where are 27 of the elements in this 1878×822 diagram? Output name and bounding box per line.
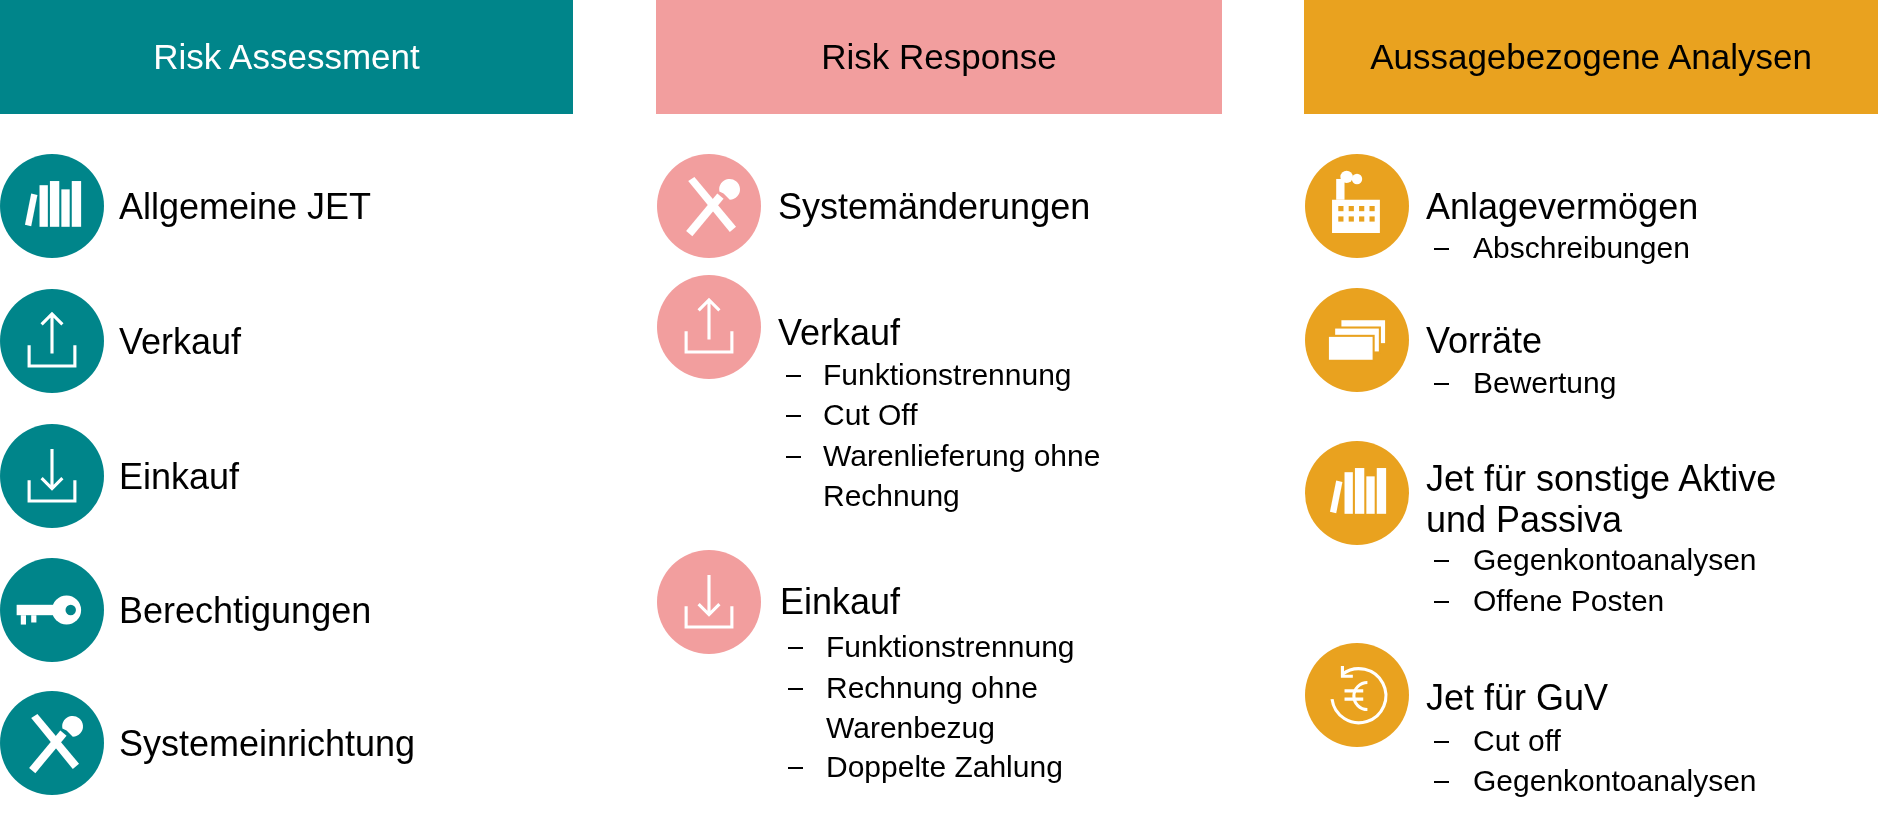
item-heading: Systemeinrichtung bbox=[119, 722, 416, 764]
list-item: Gegenkontoanalysen bbox=[1473, 542, 1757, 578]
list-item: Cut off bbox=[1473, 723, 1561, 759]
column-header: Aussagebezogene Analysen bbox=[1304, 0, 1878, 114]
item-heading: Jet für sonstige Aktive und Passiva bbox=[1426, 457, 1778, 540]
list-item: Rechnung ohne Warenbezug bbox=[826, 670, 1039, 746]
item-heading: Einkauf bbox=[119, 455, 240, 497]
item-heading: Berechtigungen bbox=[119, 589, 372, 631]
item-heading: Einkauf bbox=[780, 580, 901, 622]
item-heading: Vorräte bbox=[1426, 319, 1543, 361]
item-heading: Systemänderungen bbox=[778, 185, 1091, 227]
item-heading: Verkauf bbox=[119, 320, 242, 362]
list-item: Funktionstrennung bbox=[826, 629, 1075, 665]
list-item: Warenlieferung ohne Rechnung bbox=[823, 438, 1102, 514]
list-item: Cut Off bbox=[823, 397, 918, 433]
item-heading: Allgemeine JET bbox=[119, 185, 372, 227]
list-item: Gegenkontoanalysen bbox=[1473, 763, 1757, 799]
item-heading: Verkauf bbox=[778, 311, 901, 353]
column-header: Risk Response bbox=[656, 0, 1222, 114]
list-item: Abschreibungen bbox=[1473, 230, 1690, 266]
list-item: Offene Posten bbox=[1473, 583, 1665, 619]
list-item: Funktionstrennung bbox=[823, 357, 1072, 393]
list-item: Bewertung bbox=[1473, 365, 1617, 401]
list-item: Doppelte Zahlung bbox=[826, 749, 1063, 785]
column-header: Risk Assessment bbox=[0, 0, 573, 114]
item-heading: Jet für GuV bbox=[1426, 676, 1609, 718]
item-heading: Anlagevermögen bbox=[1426, 185, 1699, 227]
